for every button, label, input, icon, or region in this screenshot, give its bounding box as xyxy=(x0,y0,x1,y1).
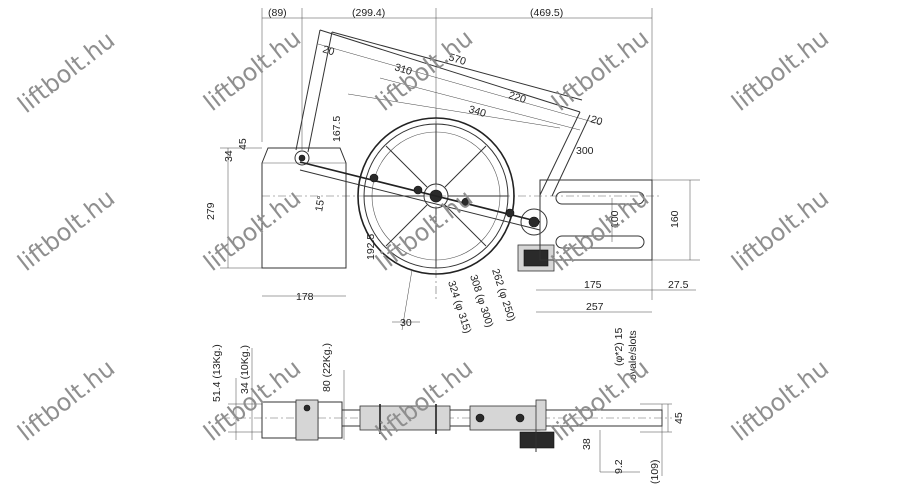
dim-324: 324 (φ 315) xyxy=(445,279,473,335)
dim-340: 340 xyxy=(467,103,487,120)
watermark-text: liftbolt.hu xyxy=(12,354,120,447)
dim-262: 262 (φ 250) xyxy=(489,267,517,323)
dim-side-51: 51.4 (13Kg.) xyxy=(211,344,223,402)
watermark-text: liftbolt.hu xyxy=(370,354,478,447)
dim-side-45: 45 xyxy=(673,412,685,424)
dim-192: 192.5 xyxy=(365,234,377,260)
dim-300: 300 xyxy=(576,145,594,157)
dim-310: 310 xyxy=(393,61,413,78)
watermark-text: liftbolt.hu xyxy=(726,184,834,277)
dim-257: 257 xyxy=(586,301,604,313)
watermark-text: liftbolt.hu xyxy=(198,24,306,117)
dim-slots-b: ovale/slots xyxy=(627,330,639,380)
dim-side-92: 9.2 xyxy=(613,459,625,474)
watermark-text: liftbolt.hu xyxy=(12,184,120,277)
dim-100: 100 xyxy=(609,210,621,228)
dim-45: 45 xyxy=(237,138,249,150)
dim-15deg: 15° xyxy=(313,195,328,213)
dim-side-109: (109) xyxy=(649,459,661,484)
watermark-text: liftbolt.hu xyxy=(12,26,120,119)
dim-279: 279 xyxy=(205,202,217,220)
dim-175: 175 xyxy=(584,279,602,291)
watermark-text: liftbolt.hu xyxy=(546,184,654,277)
dim-308: 308 (φ 300) xyxy=(467,273,495,329)
watermark-text: liftbolt.hu xyxy=(198,184,306,277)
dimension-labels: (89) (299.4) (469.5) 570 20 310 220 20 3… xyxy=(205,7,689,484)
dim-side-80: 80 (22Kg.) xyxy=(321,343,333,392)
watermark-text: liftbolt.hu xyxy=(546,24,654,117)
dim-20b: 20 xyxy=(589,113,604,128)
dim-top-right: (469.5) xyxy=(530,7,563,19)
side-view xyxy=(222,348,672,476)
dim-side-34: 34 (10Kg.) xyxy=(239,345,251,394)
watermark-text: liftbolt.hu xyxy=(726,354,834,447)
watermark-text: liftbolt.hu xyxy=(546,354,654,447)
dim-178: 178 xyxy=(296,291,314,303)
dim-34: 34 xyxy=(223,150,235,162)
watermarks: liftbolt.hu liftbolt.hu liftbolt.hu lift… xyxy=(12,24,834,447)
watermark-text: liftbolt.hu xyxy=(726,24,834,117)
dim-220: 220 xyxy=(507,89,527,106)
watermark-text: liftbolt.hu xyxy=(370,24,478,117)
dim-570: 570 xyxy=(447,51,467,68)
dim-167: 167.5 xyxy=(331,116,343,142)
dim-top-mid: (299.4) xyxy=(352,7,385,19)
dim-27: 27.5 xyxy=(668,279,689,291)
front-view xyxy=(220,8,700,331)
dim-side-38: 38 xyxy=(581,438,593,450)
dim-slots-a: (φ*2) 15 xyxy=(613,328,625,366)
tension-wheel-outer xyxy=(357,117,515,275)
dim-top-left: (89) xyxy=(268,7,287,19)
dim-30: 30 xyxy=(400,317,412,329)
dim-20a: 20 xyxy=(321,43,336,58)
dim-160: 160 xyxy=(669,210,681,228)
mounting-plate xyxy=(539,179,653,261)
